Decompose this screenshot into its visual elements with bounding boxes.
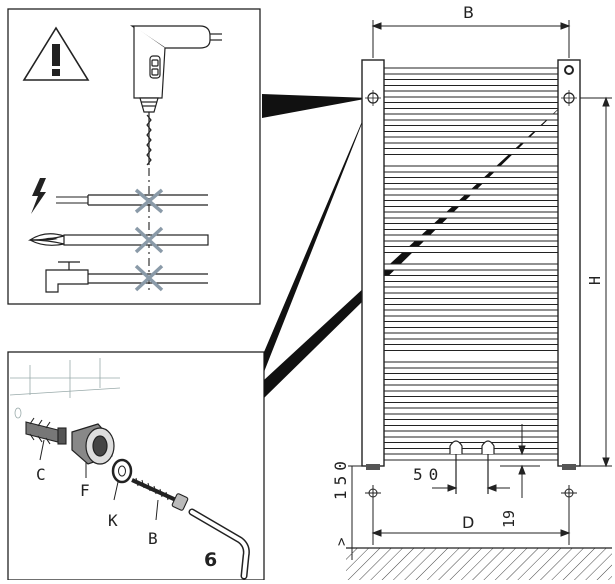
radiator-rail — [383, 246, 559, 253]
radiator-rail — [383, 90, 559, 98]
radiator-rail — [383, 453, 559, 461]
part-label-screw: B — [148, 529, 158, 548]
drill-icon — [130, 25, 222, 166]
radiator-rail — [383, 223, 559, 230]
radiator-rail — [383, 113, 559, 121]
electric-bolt-icon — [31, 178, 46, 214]
floor-hole-left — [365, 485, 381, 501]
radiator-rail — [383, 430, 559, 438]
radiator-rails — [383, 67, 559, 461]
mounting-bracket — [71, 423, 115, 465]
radiator-rail — [383, 234, 559, 242]
radiator-rail — [383, 321, 559, 328]
radiator-rail — [383, 102, 559, 109]
radiator-left-foot — [366, 464, 380, 470]
step-number: 6 — [204, 549, 217, 571]
no-drill-cross-water — [134, 264, 164, 292]
radiator-left-column — [361, 59, 385, 467]
radiator-rail — [383, 136, 559, 144]
radiator-rail — [383, 442, 559, 449]
water-pipe — [45, 261, 208, 293]
radiator-rail — [383, 211, 559, 219]
part-label-plug: C — [36, 465, 46, 484]
radiator-rail — [383, 384, 559, 392]
valve-connector-right — [481, 440, 495, 494]
radiator-rail — [383, 298, 559, 305]
wall-perspective-lines — [9, 358, 121, 419]
radiator-right-foot — [562, 464, 576, 470]
mounting-parts-panel: C F K B 6 — [7, 351, 265, 581]
radiator-rail — [383, 286, 559, 294]
screw — [131, 477, 189, 511]
gas-flame-icon — [28, 233, 67, 246]
part-label-bracket: F — [80, 481, 90, 500]
radiator-rail — [383, 165, 559, 173]
radiator-rail — [383, 332, 559, 340]
radiator-rail — [383, 407, 559, 415]
radiator-rail — [383, 200, 559, 207]
radiator-rail — [383, 419, 559, 426]
dimension-label-floor-symbol: > — [334, 538, 350, 546]
air-vent — [564, 65, 574, 75]
no-drill-cross-electric — [134, 188, 164, 214]
dimension-label-pipe-spacing: 50 — [413, 465, 444, 484]
floor-hole-right — [561, 485, 577, 501]
radiator-rail — [383, 275, 559, 282]
radiator-rail — [383, 309, 559, 317]
washer — [111, 458, 133, 484]
callout-wedge-bottom-left — [264, 98, 372, 372]
radiator-rail — [383, 177, 559, 184]
dimension-label-width: B — [463, 3, 474, 22]
radiator-rail — [383, 188, 559, 196]
drill-warning-panel — [7, 8, 261, 305]
dimension-label-bottom: D — [462, 513, 474, 532]
radiator-rail — [383, 396, 559, 403]
radiator-rail — [383, 344, 559, 351]
gas-pipe — [28, 226, 209, 254]
dimension-lines — [348, 20, 612, 560]
mounting-hole-right — [561, 90, 577, 106]
radiator-rail — [383, 263, 559, 271]
wall-plug — [25, 417, 67, 445]
warning-triangle-icon — [22, 26, 90, 81]
dimension-label-pipe-offset: 19 — [500, 510, 518, 528]
callout-wedge-top — [262, 94, 370, 118]
dimension-label-floor-gap: 150 — [331, 456, 350, 500]
allen-key-icon — [188, 508, 250, 580]
radiator-rail — [383, 67, 559, 75]
electric-cable — [31, 178, 208, 214]
radiator-rail — [383, 79, 559, 86]
valve-connector-left — [449, 440, 463, 494]
radiator-rail — [383, 361, 559, 369]
part-label-washer: K — [108, 511, 118, 530]
radiator-rail — [383, 125, 559, 132]
mounting-hole-left — [365, 90, 381, 106]
dimension-label-height: H — [586, 276, 604, 285]
radiator-right-column — [557, 59, 581, 467]
towel-radiator — [361, 59, 581, 494]
floor-hatch — [346, 548, 612, 580]
parts-panel-frame — [7, 351, 265, 581]
no-drill-cross-gas — [134, 226, 164, 254]
radiator-rail — [383, 148, 559, 155]
water-tap-icon — [45, 261, 208, 293]
radiator-rail — [383, 373, 559, 380]
